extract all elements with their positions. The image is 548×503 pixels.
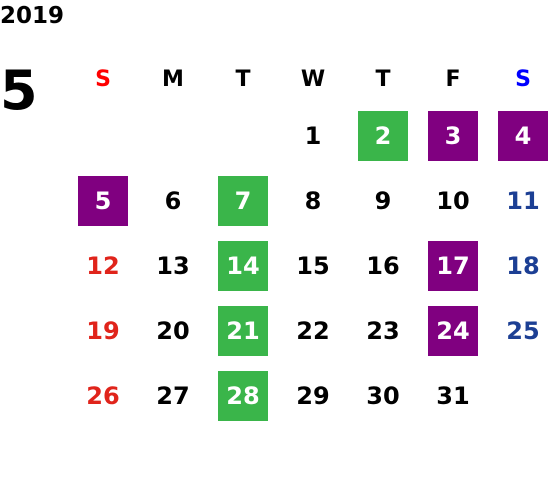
- day-cell-27: 27: [156, 381, 190, 410]
- day-cell-8: 8: [304, 186, 322, 215]
- weekday-header-sunday: S: [95, 67, 111, 92]
- day-cell-18: 18: [506, 251, 540, 280]
- day-cell-3: 3: [428, 110, 478, 161]
- day-cell-29: 29: [296, 381, 330, 410]
- weekday-header-wednesday: W: [300, 67, 326, 92]
- day-cell-21: 21: [218, 305, 268, 356]
- day-cell-1: 1: [304, 121, 322, 150]
- day-cell-12: 12: [86, 251, 120, 280]
- day-cell-17: 17: [428, 240, 478, 291]
- weekday-header-saturday: S: [515, 67, 531, 92]
- weekday-header-tuesday: T: [235, 67, 251, 92]
- day-cell-10: 10: [436, 186, 470, 215]
- year-label: 2019: [0, 3, 65, 29]
- day-cell-15: 15: [296, 251, 330, 280]
- day-cell-22: 22: [296, 316, 330, 345]
- day-cell-7: 7: [218, 175, 268, 226]
- day-cell-14: 14: [218, 240, 268, 291]
- day-cell-5: 5: [78, 175, 128, 226]
- day-cell-20: 20: [156, 316, 190, 345]
- day-cell-26: 26: [86, 381, 120, 410]
- weekday-header-thursday: T: [375, 67, 391, 92]
- weekday-header-friday: F: [445, 67, 461, 92]
- day-cell-13: 13: [156, 251, 190, 280]
- day-cell-19: 19: [86, 316, 120, 345]
- weekday-header-monday: M: [162, 67, 184, 92]
- day-cell-24: 24: [428, 305, 478, 356]
- day-cell-28: 28: [218, 370, 268, 421]
- day-cell-2: 2: [358, 110, 408, 161]
- day-cell-16: 16: [366, 251, 400, 280]
- month-number: 5: [0, 59, 38, 122]
- day-cell-9: 9: [374, 186, 392, 215]
- day-cell-11: 11: [506, 186, 540, 215]
- day-cell-4: 4: [498, 110, 548, 161]
- day-cell-31: 31: [436, 381, 470, 410]
- day-cell-25: 25: [506, 316, 540, 345]
- day-cell-23: 23: [366, 316, 400, 345]
- day-cell-30: 30: [366, 381, 400, 410]
- day-cell-6: 6: [164, 186, 182, 215]
